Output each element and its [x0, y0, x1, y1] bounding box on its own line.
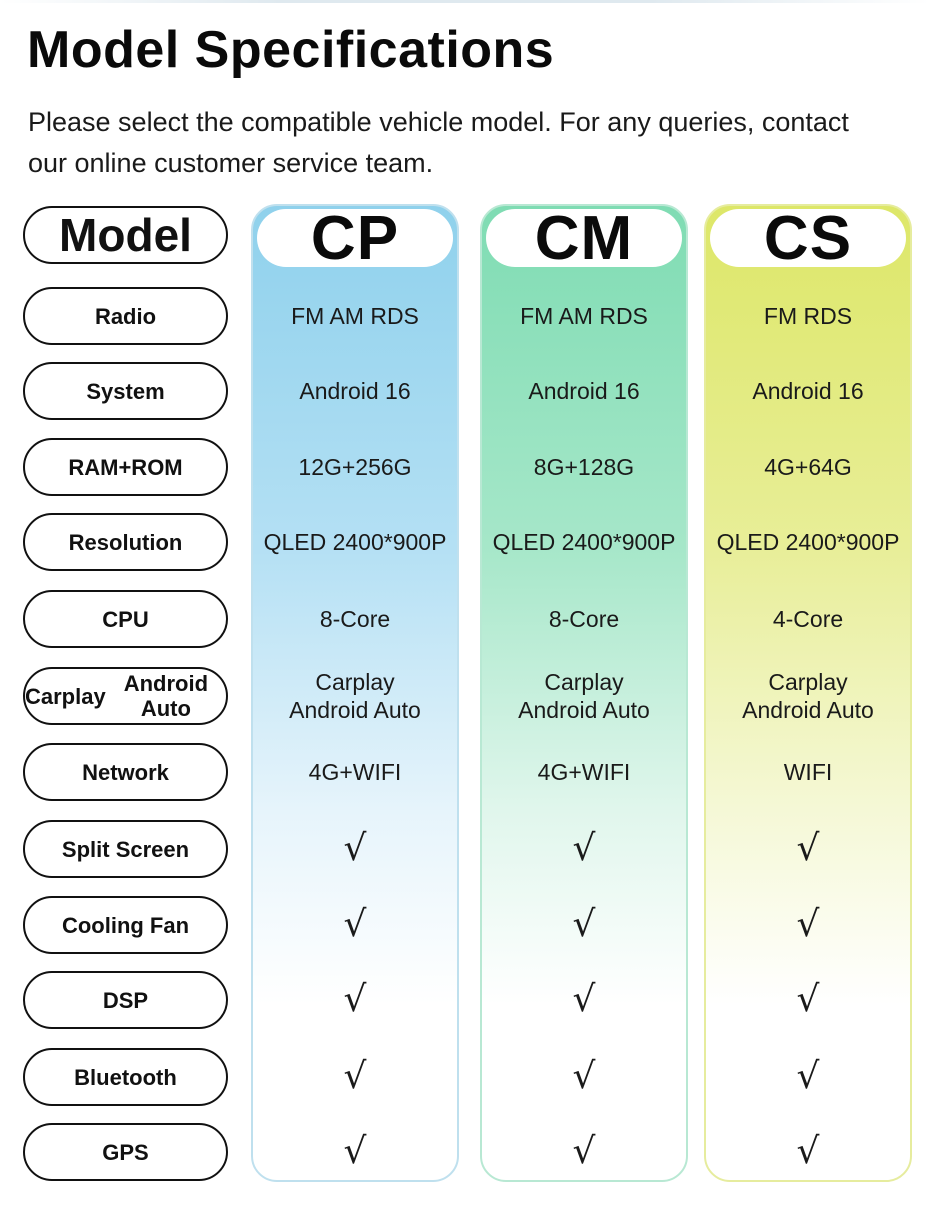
spec-value-cm-cpu: 8-Core: [548, 606, 620, 632]
check-icon: √: [796, 979, 820, 1020]
row-label-bluetooth: Bluetooth: [23, 1048, 228, 1106]
spec-value-cp-network: 4G+WIFI: [308, 759, 402, 785]
spec-value-cp-system: Android 16: [299, 378, 411, 404]
model-column-cp: CP: [251, 204, 459, 1182]
spec-value-cm-radio: FM AM RDS: [520, 303, 648, 329]
model-header-cm: CM: [486, 204, 682, 273]
spec-value-cs-cpu: 4-Core: [772, 606, 844, 632]
spec-value-cp-cpu: 8-Core: [319, 606, 391, 632]
spec-value-cs-system: Android 16: [752, 378, 864, 404]
check-icon: √: [343, 904, 367, 945]
check-icon: √: [572, 1131, 596, 1172]
spec-value-cs-radio: FM RDS: [763, 303, 853, 329]
spec-value-cp-radio: FM AM RDS: [291, 303, 419, 329]
spec-value-cm-system: Android 16: [528, 378, 640, 404]
model-column-cs: CS: [704, 204, 912, 1182]
row-label-cooling-fan: Cooling Fan: [23, 896, 228, 954]
check-icon: √: [572, 1056, 596, 1097]
row-label-cpu: CPU: [23, 590, 228, 648]
row-label-system: System: [23, 362, 228, 420]
row-label-dsp: DSP: [23, 971, 228, 1029]
spec-value-cs-ram-rom: 4G+64G: [764, 454, 852, 480]
spec-value-cs-resolution: QLED 2400*900P: [716, 529, 900, 555]
row-label-gps: GPS: [23, 1123, 228, 1181]
row-label-ram-rom: RAM+ROM: [23, 438, 228, 496]
check-icon: √: [796, 904, 820, 945]
top-divider: [0, 0, 930, 3]
check-icon: √: [343, 828, 367, 869]
spec-value-cm-ram-rom: 8G+128G: [533, 454, 635, 480]
spec-value-cp-ram-rom: 12G+256G: [298, 454, 412, 480]
check-icon: √: [796, 1131, 820, 1172]
page-subtitle: Please select the compatible vehicle mod…: [28, 107, 849, 178]
row-label-radio: Radio: [23, 287, 228, 345]
check-icon: √: [343, 979, 367, 1020]
row-label-resolution: Resolution: [23, 513, 228, 571]
model-header-label: Model: [23, 206, 228, 264]
check-icon: √: [796, 1056, 820, 1097]
check-icon: √: [572, 979, 596, 1020]
model-header-cs: CS: [710, 204, 906, 273]
spec-value-cp-resolution: QLED 2400*900P: [263, 529, 447, 555]
row-label-network: Network: [23, 743, 228, 801]
check-icon: √: [343, 1131, 367, 1172]
spec-value-cm-network: 4G+WIFI: [537, 759, 631, 785]
row-label-split-screen: Split Screen: [23, 820, 228, 878]
check-icon: √: [796, 828, 820, 869]
model-column-cm: CM: [480, 204, 688, 1182]
model-header-cp: CP: [257, 204, 453, 273]
check-icon: √: [343, 1056, 367, 1097]
page-title: Model Specifications: [27, 21, 555, 79]
check-icon: √: [572, 904, 596, 945]
spec-value-cm-resolution: QLED 2400*900P: [492, 529, 676, 555]
check-icon: √: [572, 828, 596, 869]
spec-value-cs-network: WIFI: [783, 759, 833, 785]
